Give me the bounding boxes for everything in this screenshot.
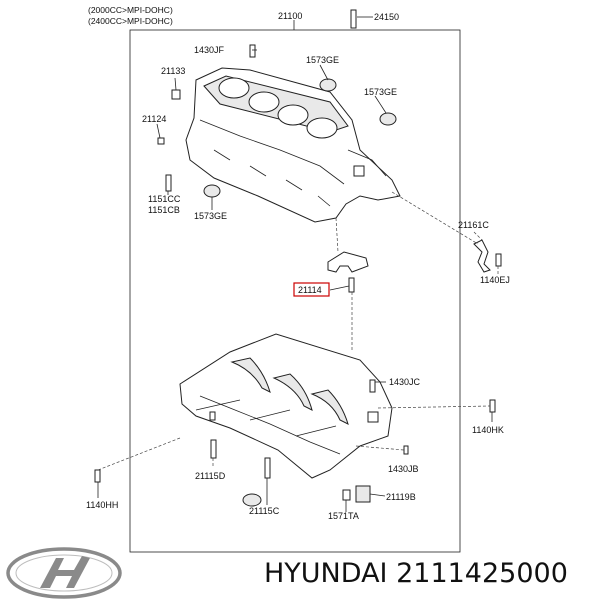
- label-21114: 21114: [298, 285, 322, 295]
- label-1430JF: 1430JF: [194, 45, 225, 55]
- leader-lines: [97, 16, 499, 512]
- bearing-cap-drawing: [327, 251, 369, 293]
- label-1573GE-left: 1573GE: [194, 211, 227, 221]
- part-labels: 21100 24150 1430JF 1573GE 21133 1573GE 2…: [86, 11, 510, 521]
- label-21161C: 21161C: [458, 220, 489, 230]
- label-21124: 21124: [142, 114, 166, 124]
- label-1430JB: 1430JB: [388, 464, 419, 474]
- highlight-box: [293, 282, 330, 297]
- cylinder-block-drawing: [185, 67, 401, 223]
- hyundai-logo-icon: [6, 547, 122, 599]
- label-21133: 21133: [161, 66, 185, 76]
- label-21119B: 21119B: [386, 492, 416, 502]
- brand-part-number: HYUNDAI 2111425000: [264, 558, 568, 589]
- label-21115C: 21115C: [249, 506, 280, 516]
- label-1140EJ: 1140EJ: [480, 275, 510, 285]
- label-1573GE-top: 1573GE: [306, 55, 339, 65]
- label-1430JC: 1430JC: [389, 377, 421, 387]
- label-1151CB: 1151CB: [148, 205, 180, 215]
- label-21100: 21100: [278, 11, 302, 21]
- lower-crankcase-drawing: [179, 333, 393, 479]
- small-parts-upper: [157, 9, 397, 198]
- assembly-frame: [129, 29, 461, 553]
- label-1571TA: 1571TA: [328, 511, 359, 521]
- bracket-drawing: [473, 239, 502, 273]
- label-1140HH: 1140HH: [86, 500, 118, 510]
- label-1151CC: 1151CC: [148, 194, 181, 204]
- label-24150: 24150: [374, 12, 399, 22]
- engine-variant-2000: (2000CC>MPI-DOHC): [88, 5, 173, 15]
- small-parts-lower: [94, 379, 496, 507]
- label-1140HK: 1140HK: [472, 425, 504, 435]
- label-1573GE-right: 1573GE: [364, 87, 397, 97]
- engine-variant-2400: (2400CC>MPI-DOHC): [88, 16, 173, 26]
- label-21115D: 21115D: [195, 471, 226, 481]
